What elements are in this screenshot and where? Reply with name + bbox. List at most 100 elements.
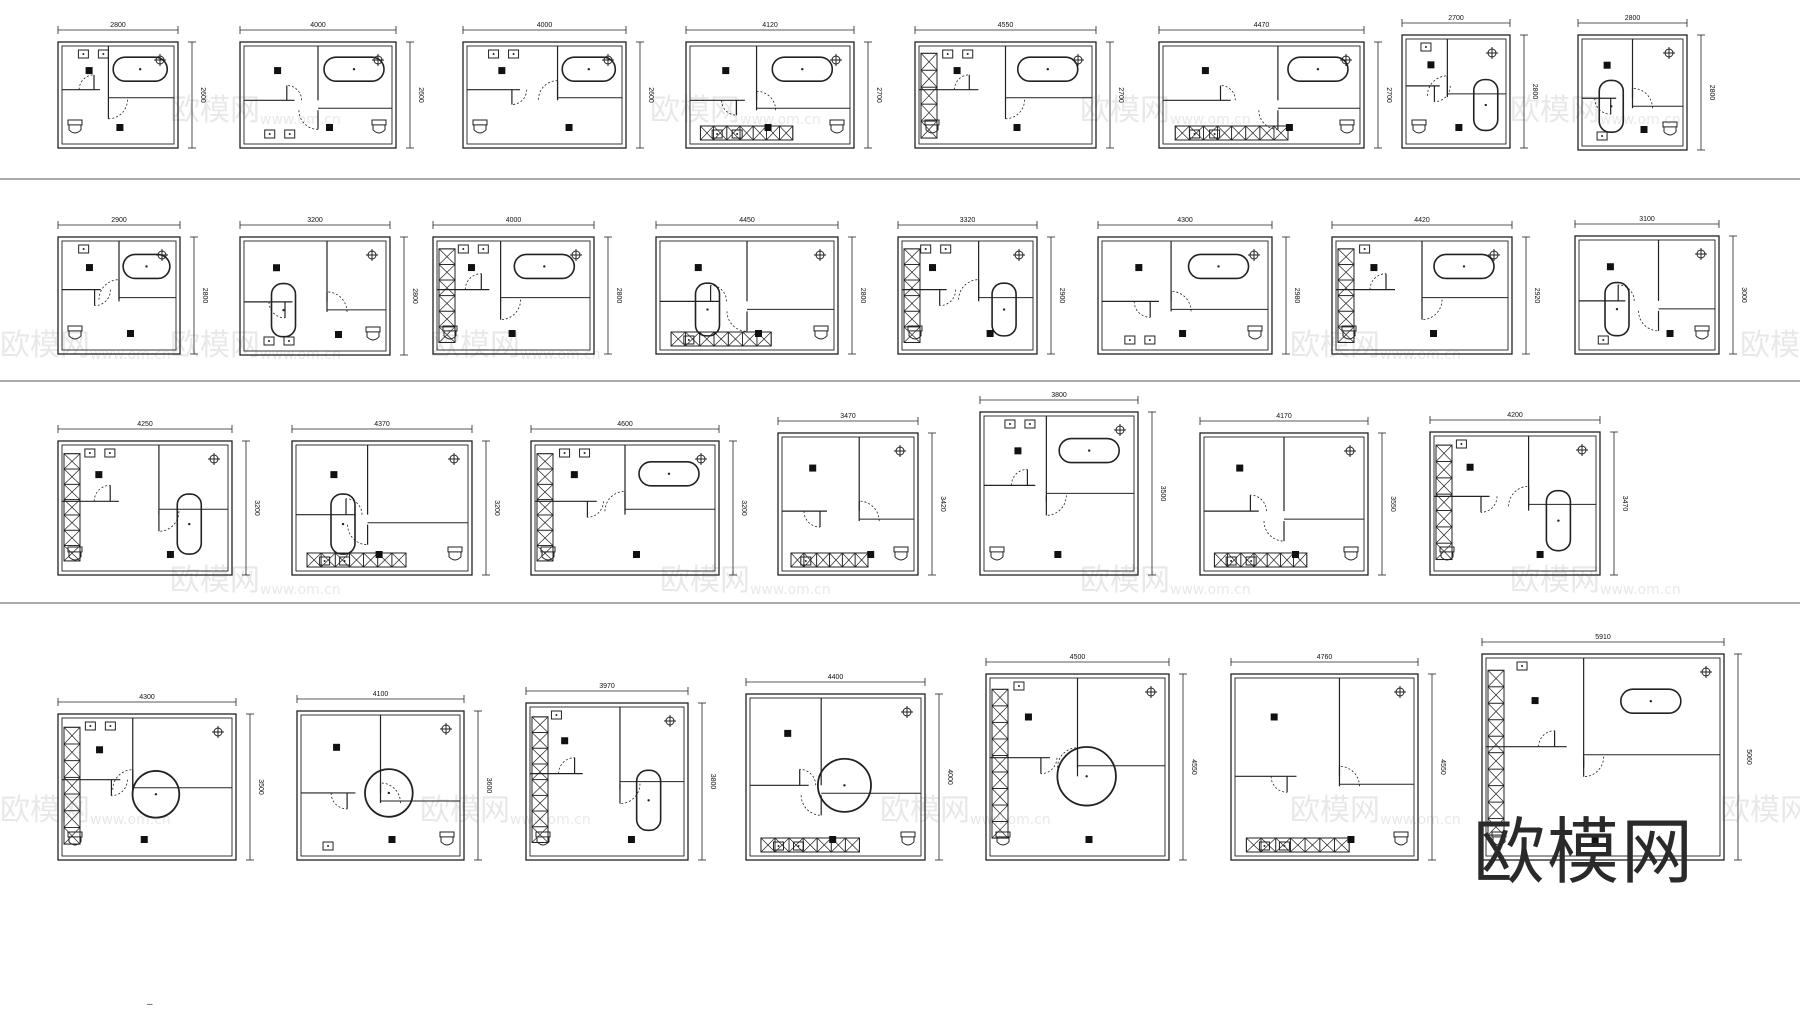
wardrobe-cross xyxy=(903,326,921,343)
outer-wall xyxy=(1401,34,1511,149)
bathtub-rect-icon xyxy=(270,282,297,338)
sink-basin xyxy=(1245,556,1257,566)
sink-basin xyxy=(920,244,932,254)
floor-drain-icon xyxy=(1347,836,1355,843)
watermark-site-text: www.om.cn xyxy=(1170,582,1251,598)
wardrobe-cross xyxy=(991,788,1009,806)
round-tub-outline xyxy=(131,770,181,819)
floor-drain-icon xyxy=(1603,61,1611,69)
wardrobe-cross xyxy=(1259,125,1275,141)
floor-drain-icon xyxy=(565,124,573,131)
sink-basin xyxy=(962,49,974,59)
sink-drain xyxy=(288,133,291,135)
depth-dimension-label: 2800 xyxy=(411,288,418,304)
wardrobe-icon xyxy=(63,453,81,562)
door-swing xyxy=(1583,756,1605,778)
wardrobe-icon xyxy=(1337,248,1355,343)
shower-head-icon xyxy=(1486,47,1498,59)
door-swing xyxy=(619,783,641,805)
wardrobe-cross xyxy=(438,264,456,281)
toilet-tank xyxy=(447,546,463,553)
sink-basin xyxy=(488,49,500,59)
wardrobe-cross xyxy=(1266,552,1281,568)
floor-drain-icon xyxy=(1054,551,1062,558)
wardrobe-cell xyxy=(1487,818,1505,836)
door-swing xyxy=(954,74,970,90)
row-separators xyxy=(0,178,1800,604)
outer-wall xyxy=(239,236,391,356)
sink-basin xyxy=(1455,439,1467,449)
inner-wall xyxy=(689,45,851,145)
sink-icon xyxy=(1278,841,1290,851)
outer-wall xyxy=(1577,34,1688,151)
watermark-logo-text: 欧模网 xyxy=(1510,563,1600,598)
watermark-logo-text: 欧模网 xyxy=(430,328,520,363)
round-tub-drain xyxy=(154,793,158,796)
round-tub-icon xyxy=(131,770,181,819)
wardrobe-cross xyxy=(63,777,81,795)
wardrobe-cross xyxy=(63,499,81,516)
width-dimension-label: 3320 xyxy=(960,217,976,224)
outer-wall xyxy=(777,432,919,576)
sink-basin xyxy=(1004,419,1016,429)
toilet-tank xyxy=(1393,831,1409,838)
outer-wall xyxy=(1481,653,1725,861)
floor-drain-icon xyxy=(829,836,837,843)
toilet-tank xyxy=(67,831,83,838)
sink-drain xyxy=(563,452,566,454)
width-dimension-label: 4500 xyxy=(1070,654,1086,661)
wardrobe-cross xyxy=(536,530,554,546)
bathtub-oval-icon xyxy=(323,56,385,83)
sink-icon xyxy=(322,841,334,851)
bathtub-oval-icon xyxy=(638,460,700,487)
door-swing xyxy=(93,484,111,502)
wardrobe-cross xyxy=(1290,837,1306,853)
depth-dimension-label: 5060 xyxy=(1745,749,1752,765)
toilet-icon xyxy=(829,119,845,134)
wardrobe-cross xyxy=(531,810,549,827)
inner-wall xyxy=(466,45,623,145)
sink-drain xyxy=(1250,560,1253,562)
wardrobe-cross xyxy=(1246,837,1262,853)
bathtub-drain xyxy=(1484,103,1487,107)
bathtub-outline xyxy=(1287,56,1349,83)
floor-drain-icon xyxy=(95,471,103,479)
toilet-bowl xyxy=(372,124,386,134)
sink-drain xyxy=(82,53,85,55)
depth-dimension-label: 2600 xyxy=(647,87,654,103)
door-swing xyxy=(286,85,303,101)
bathtub-drain xyxy=(145,265,148,268)
door-swing xyxy=(1369,273,1387,290)
outer-wall xyxy=(979,411,1139,576)
outer-wall xyxy=(525,702,689,861)
shower-head-icon xyxy=(602,54,614,66)
wardrobe-cell xyxy=(1334,837,1350,853)
wardrobe-cross xyxy=(1175,125,1190,141)
wardrobe-cross xyxy=(991,722,1009,740)
sink-basin xyxy=(800,556,812,566)
door-swing xyxy=(1171,290,1192,312)
wardrobe-cross xyxy=(63,760,81,778)
wardrobe-cross xyxy=(991,755,1009,773)
depth-dimension-label: 2800 xyxy=(1708,85,1715,101)
outer-wall xyxy=(1199,432,1369,576)
door-swing xyxy=(326,291,348,312)
floor-drain-icon xyxy=(1024,713,1032,721)
sink-icon xyxy=(1516,661,1528,671)
door-swing xyxy=(1480,496,1498,513)
watermark-site-text: www.om.cn xyxy=(1600,112,1681,128)
toilet-icon xyxy=(1341,325,1357,340)
sink-drain xyxy=(492,53,495,55)
floor-drain-icon xyxy=(116,124,124,131)
width-dimension-label: 4420 xyxy=(1414,217,1430,224)
toilet-icon xyxy=(924,119,940,134)
wardrobe-cross xyxy=(760,837,776,853)
toilet-icon xyxy=(813,325,829,340)
